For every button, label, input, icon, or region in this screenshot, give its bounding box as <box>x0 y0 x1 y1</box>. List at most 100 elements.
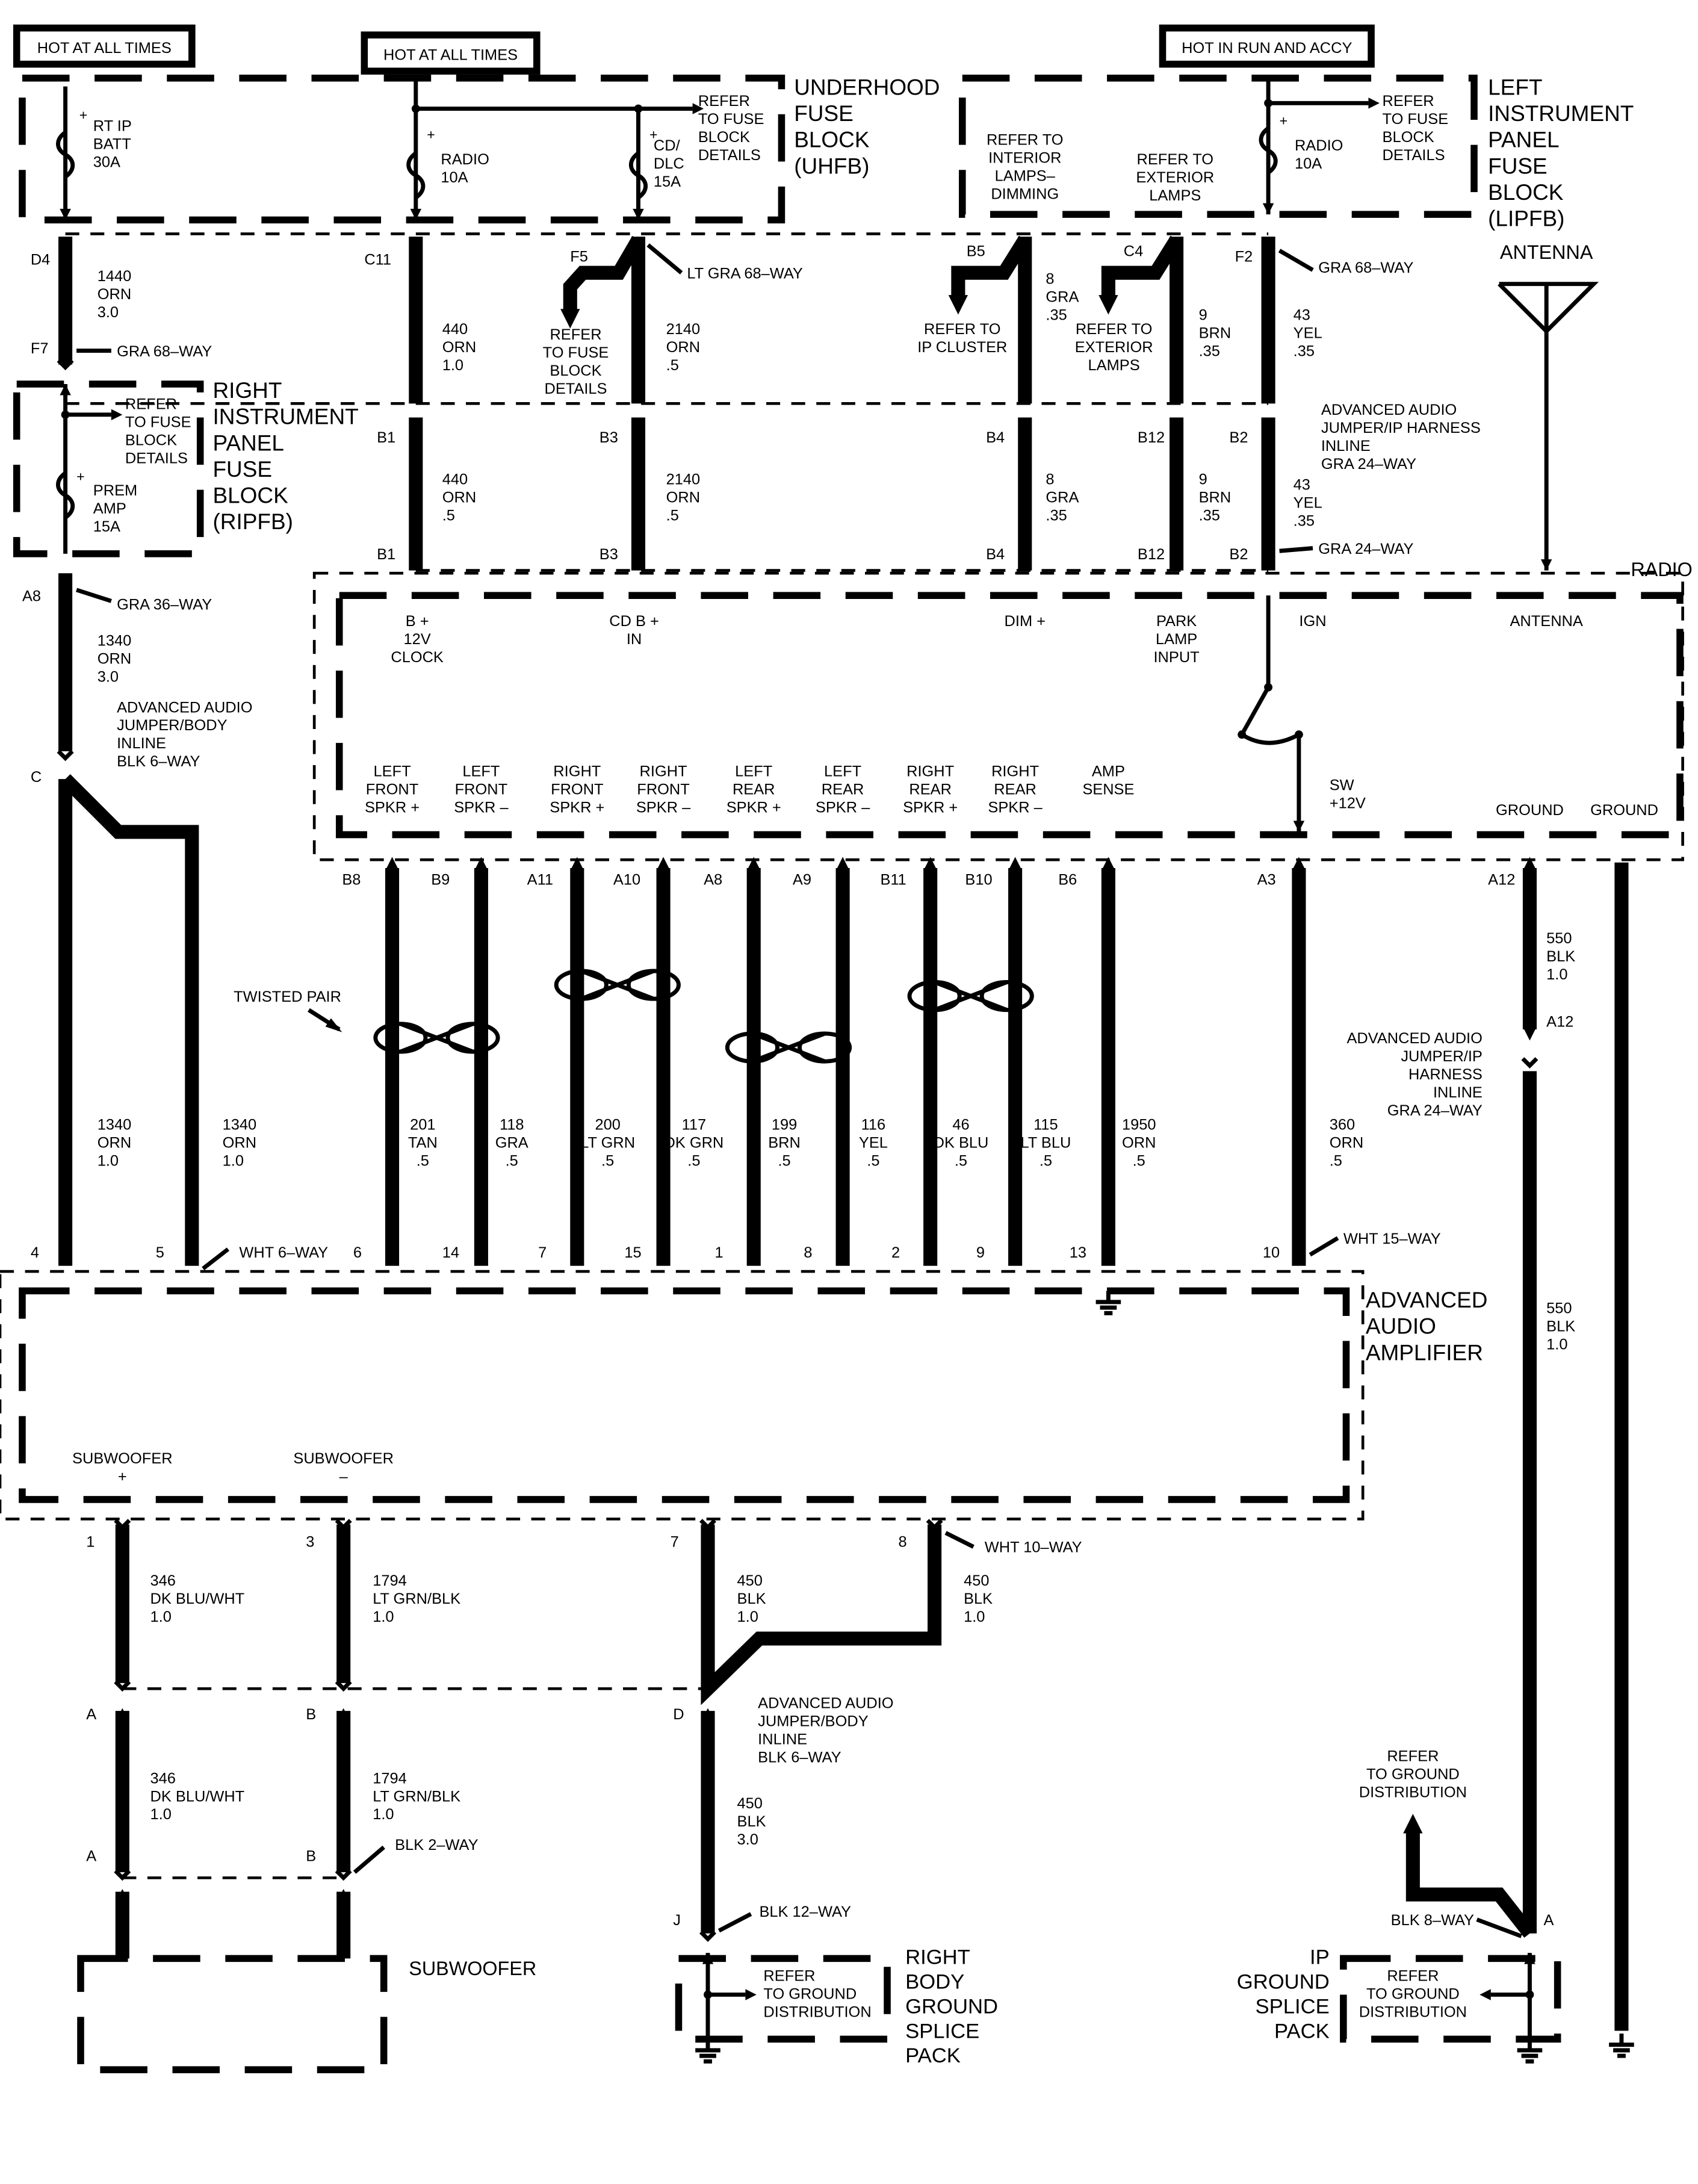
label-line: .5 <box>1040 1152 1052 1169</box>
label-line: JUMPER/IP HARNESS <box>1321 420 1481 436</box>
label-line: YEL <box>1294 325 1322 342</box>
label-line: HOT AT ALL TIMES <box>383 47 518 64</box>
arrow-up-icon <box>702 1708 714 1719</box>
plus-sign: + <box>1280 113 1288 128</box>
pin-label: B1 <box>377 546 395 563</box>
label-line: SW <box>1330 777 1354 794</box>
label-line: GRA <box>1046 489 1079 506</box>
arrow-up-icon <box>1009 857 1021 869</box>
arrow-up-icon <box>410 417 422 429</box>
subwoofer-title: SUBWOOFER <box>409 1958 536 1979</box>
label-line: SPKR – <box>454 799 509 816</box>
label-line: RIGHT <box>905 1946 970 1969</box>
label-line: A9 <box>793 872 811 889</box>
label-line: 550 <box>1546 930 1572 947</box>
arrow-up-icon <box>386 857 398 869</box>
pin-label: B8 <box>342 872 361 889</box>
label-line: B4 <box>986 429 1005 446</box>
pin-label: B <box>306 1706 316 1723</box>
label-line: GRA 24–WAY <box>1318 541 1413 557</box>
lipfb-box <box>959 74 1478 218</box>
label-line: A10 <box>613 872 640 889</box>
arrow-up-icon <box>837 857 849 869</box>
label-line: + <box>649 126 658 142</box>
arrow-up-icon <box>1019 417 1031 429</box>
label-line: RT IP <box>93 118 132 135</box>
arrow-up-icon <box>338 1708 349 1719</box>
label-line: GRA 36–WAY <box>117 596 212 613</box>
label-line: 9 <box>1199 471 1207 488</box>
twisted-pair-icon <box>934 980 1008 1012</box>
label-line: ORN <box>98 286 131 303</box>
radio-pin-ign: IGN <box>1299 613 1326 630</box>
label-line: LEFT <box>824 763 861 780</box>
label-line: 8 <box>1046 271 1054 288</box>
arrow-down-icon <box>633 208 644 220</box>
label-line: INLINE <box>758 1731 807 1748</box>
label-line: .35 <box>1294 513 1315 530</box>
label-line: RADIO <box>1295 137 1343 154</box>
arrow-up-icon <box>1171 417 1182 429</box>
label-line: ANTENNA <box>1510 613 1582 630</box>
label-line: 1950 <box>1122 1116 1156 1133</box>
label-line: WHT 6–WAY <box>239 1244 328 1261</box>
pin-label: A <box>86 1848 96 1865</box>
label-line: BLK <box>964 1590 993 1607</box>
connector-label: BLK 8–WAY <box>1391 1912 1474 1929</box>
pin-label: A11 <box>527 872 553 889</box>
label-line: C <box>31 769 42 786</box>
amp-box <box>19 1287 1350 1503</box>
pin-label: B10 <box>965 872 992 889</box>
label-line: 10A <box>1295 155 1322 172</box>
connector-label: GRA 36–WAY <box>117 596 212 613</box>
plus-sign: + <box>649 126 658 142</box>
arrow-down-icon <box>60 208 71 220</box>
label-line: INLINE <box>117 735 166 752</box>
label-line: 2 <box>891 1244 900 1261</box>
connector-chevron-icon <box>699 1519 716 1531</box>
leader <box>1279 546 1313 553</box>
label-line: 13 <box>1070 1244 1086 1261</box>
wire-ip-ground-refer <box>1405 1830 1535 1938</box>
connector-label: LT GRA 68–WAY <box>687 265 803 282</box>
label-line: ADVANCED AUDIO <box>758 1695 893 1712</box>
label-line: IP <box>1310 1946 1330 1969</box>
pin-label: A12 <box>1546 1013 1573 1030</box>
label-line: ORN <box>666 339 700 356</box>
pin-label: 10 <box>1263 1244 1280 1261</box>
label-line: ORN <box>442 339 476 356</box>
label-line: SUBWOOFER <box>409 1958 536 1979</box>
label-line: .5 <box>666 357 679 374</box>
connector-chevron-icon <box>1521 1057 1538 1069</box>
label-line: SPKR – <box>988 799 1043 816</box>
label-line: BLOCK <box>125 432 177 449</box>
label-line: ADVANCED AUDIO <box>117 699 252 716</box>
label-line: B1 <box>377 429 395 446</box>
wire-c4-refer <box>1101 235 1183 298</box>
label-line: TO FUSE <box>543 344 609 361</box>
label-line: LEFT <box>1488 75 1542 99</box>
label-line: ORN <box>98 650 131 667</box>
label-line: INPUT <box>1153 649 1199 666</box>
label-line: BLOCK <box>212 483 288 508</box>
twisted-pair-icon <box>751 1031 826 1064</box>
label-line: BLK <box>737 1590 766 1607</box>
label-line: FRONT <box>455 781 508 798</box>
pin-label: B2 <box>1229 546 1248 563</box>
pin-label: 8 <box>804 1244 812 1261</box>
label-line: DETAILS <box>1383 147 1445 164</box>
